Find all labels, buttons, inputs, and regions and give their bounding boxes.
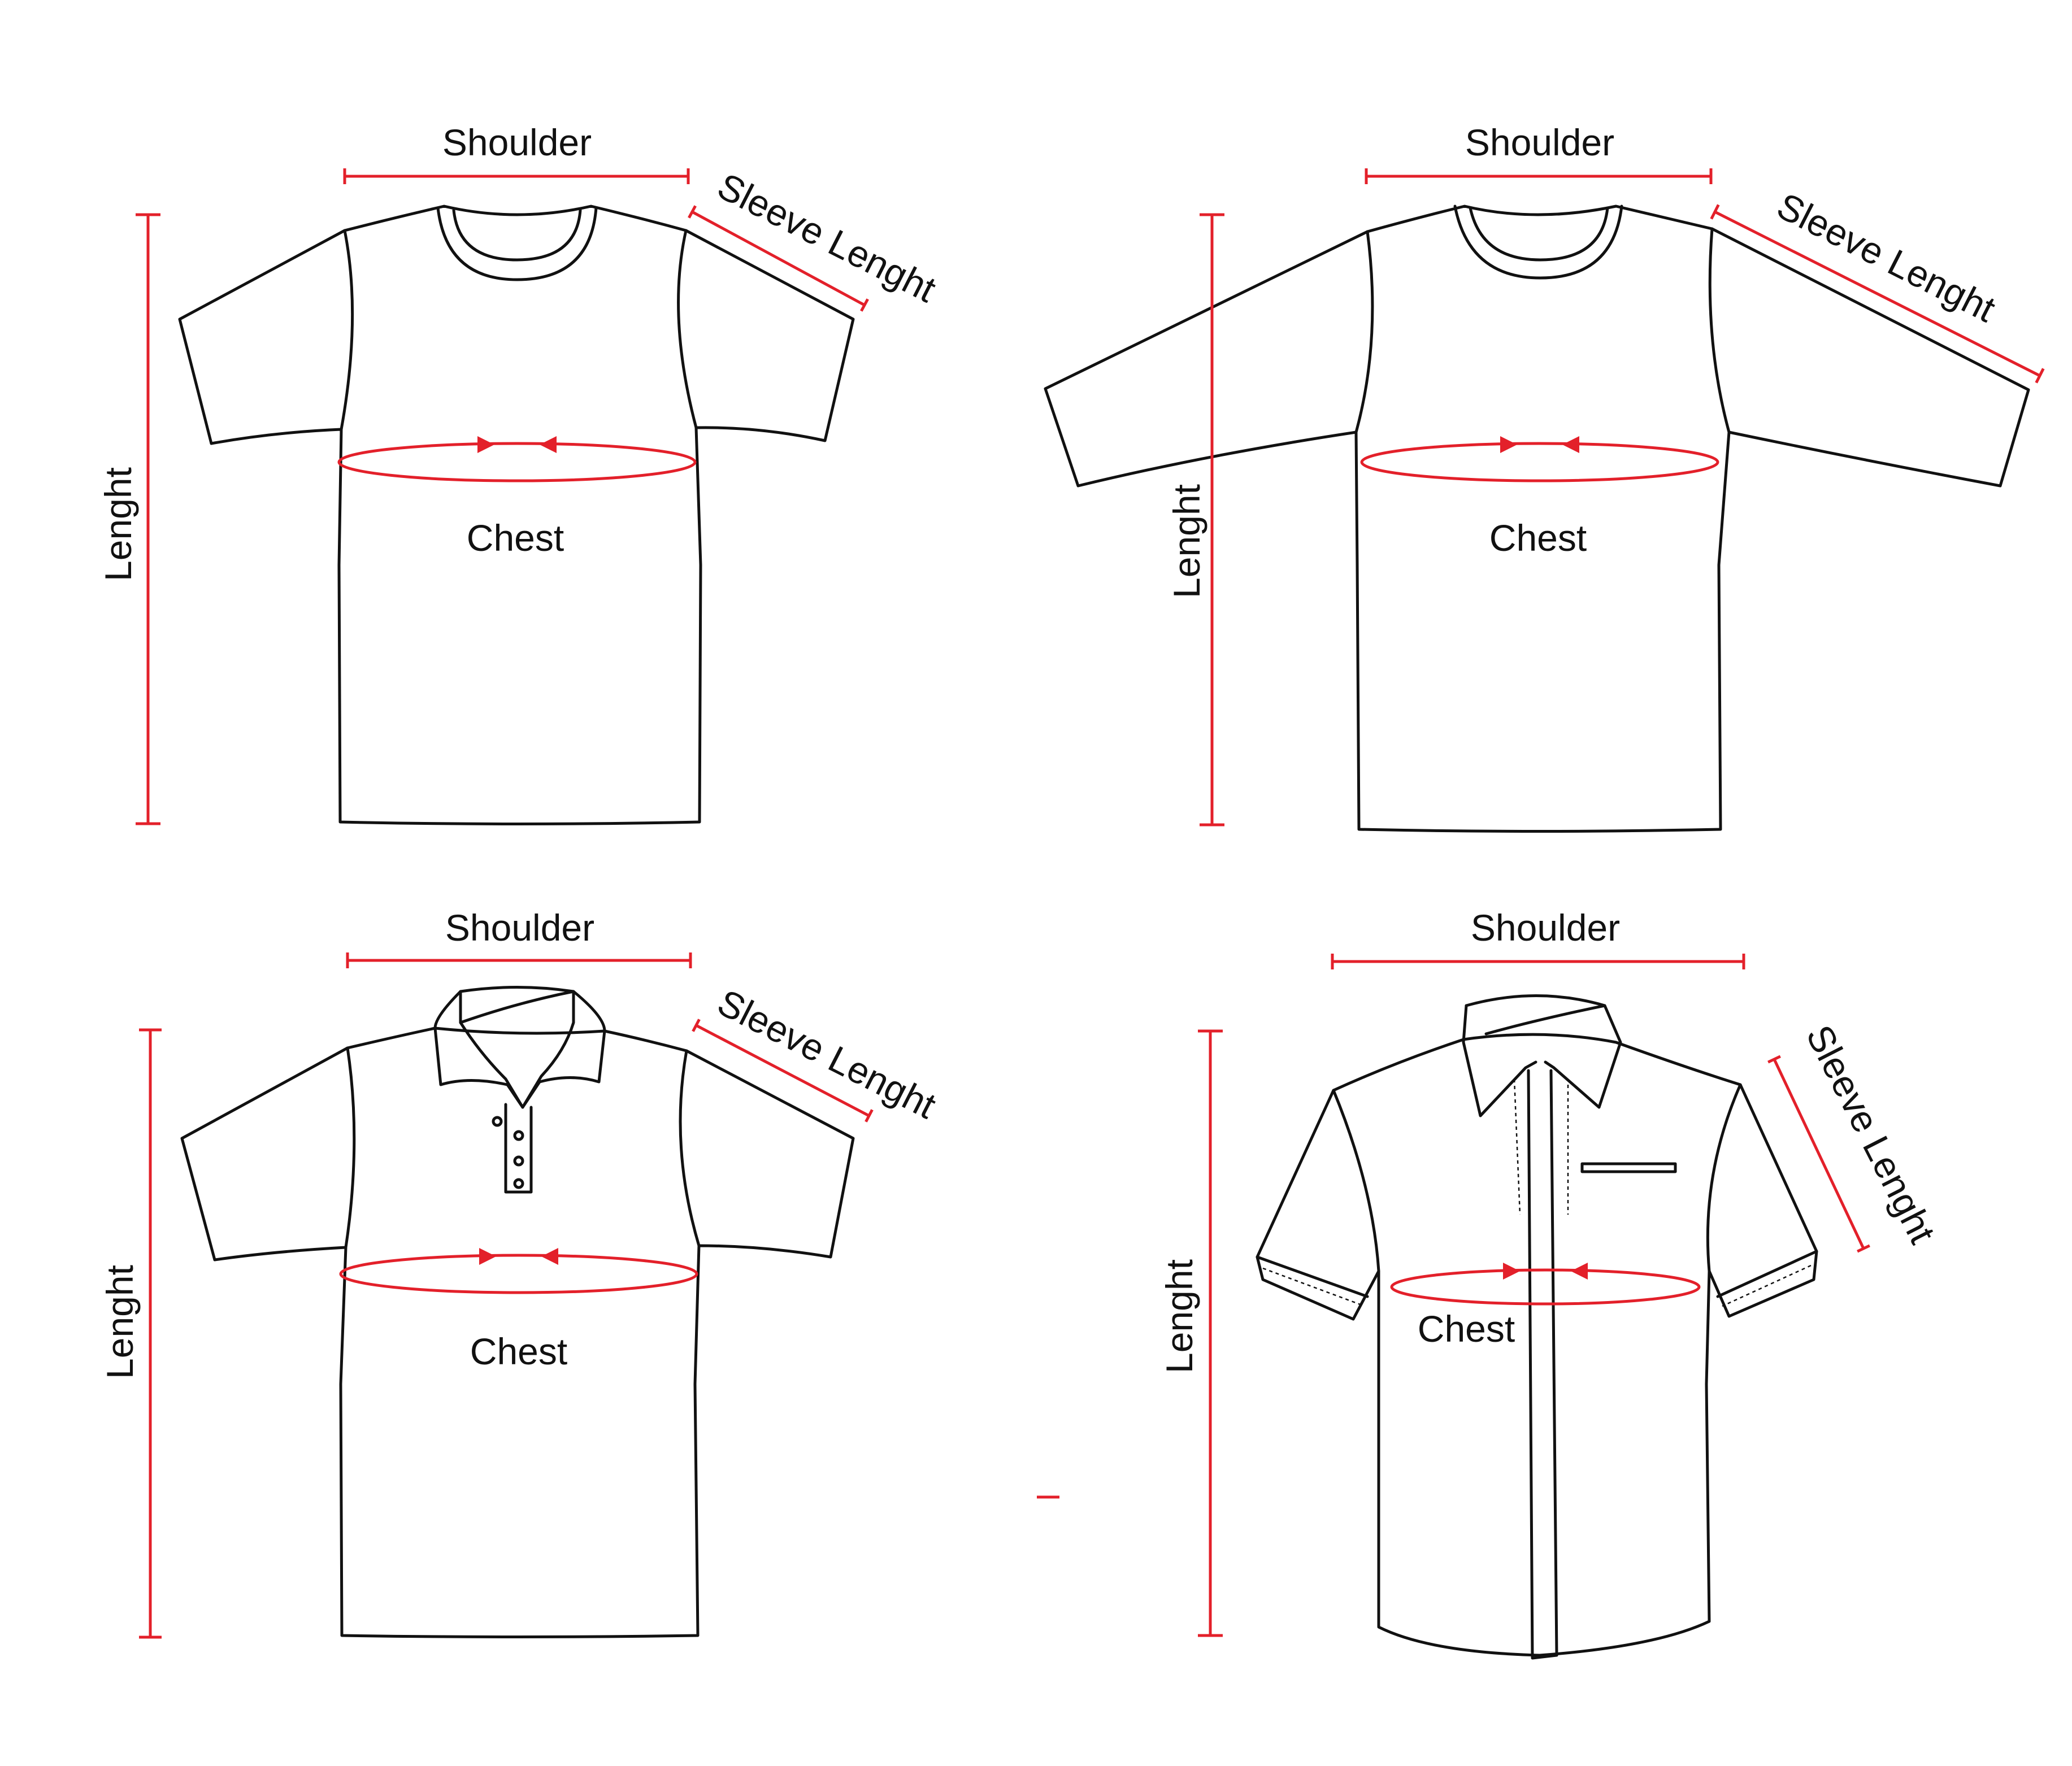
polo-collar-left — [433, 990, 524, 1109]
tshirt-sleeve-measure-cap-2 — [860, 298, 869, 312]
buttonshirt-sleeve-measure-cap-1 — [1767, 1055, 1781, 1064]
longsleeve-chest-arrow-right — [1500, 436, 1517, 453]
tshirt-collar-inner — [452, 208, 582, 262]
polo-shoulder-label: Shoulder — [445, 907, 594, 949]
polo-sleeve-measure — [695, 1024, 870, 1117]
tshirt-chest-loop — [337, 442, 697, 482]
buttonshirt-chest-loop — [1390, 1268, 1701, 1306]
longsleeve-sleeve-measure-cap-2 — [2035, 368, 2045, 384]
buttonshirt-armhole-left — [1332, 1089, 1380, 1273]
tshirt-diagram — [178, 205, 855, 825]
longsleeve-armhole-right — [1708, 227, 1731, 434]
polo-collar-right — [521, 990, 606, 1109]
longsleeve-armhole-left — [1354, 230, 1374, 434]
measurement-marks — [136, 168, 2045, 1639]
polo-diagram — [180, 986, 855, 1638]
tshirt-armhole-right — [677, 229, 698, 429]
longsleeve-sleeve-measure-cap-1 — [1710, 204, 1720, 220]
longsleeve-collar-inner — [1469, 206, 1609, 262]
buttonshirt-cuff-right-stitch — [1722, 1264, 1812, 1307]
buttonshirt-chest-label: Chest — [1418, 1308, 1515, 1350]
polo-button-1 — [492, 1116, 503, 1127]
polo-chest-arrow-left — [541, 1248, 558, 1265]
polo-chest-label: Chest — [470, 1330, 567, 1372]
buttonshirt-shoulder-label: Shoulder — [1471, 907, 1620, 949]
polo-collar-back — [459, 986, 575, 1024]
buttonshirt-placket — [1527, 1069, 1558, 1660]
buttonshirt-sleeve-measure — [1773, 1058, 1865, 1250]
tshirt-sleeve-measure — [691, 210, 866, 307]
buttonshirt-armhole-right — [1706, 1083, 1742, 1273]
longsleeve-sleeve-measure — [1714, 210, 2041, 377]
polo-button-3 — [513, 1155, 524, 1167]
longsleeve-chest-label: Chest — [1489, 517, 1587, 559]
polo-armhole-left — [344, 1046, 356, 1249]
longsleeve-chest-arrow-left — [1562, 436, 1579, 453]
buttonshirt-chest-arrow-right — [1503, 1263, 1520, 1280]
longsleeve-shoulder-label: Shoulder — [1465, 121, 1614, 163]
buttonshirt-collar-band — [1465, 994, 1606, 1036]
polo-button-4 — [513, 1178, 524, 1189]
polo-chest-loop — [339, 1254, 698, 1294]
buttonshirt-cuff-left — [1256, 1255, 1369, 1298]
tshirt-sleeve-measure-cap-1 — [688, 205, 697, 219]
buttonshirt-placket-stitch — [1513, 1078, 1521, 1215]
tshirt-armhole-left — [340, 229, 354, 431]
buttonshirt-length-label: Lenght — [1158, 1259, 1200, 1373]
longsleeve-collar-outer — [1453, 205, 1623, 280]
longsleeve-length-label: Lenght — [1166, 484, 1207, 598]
buttonshirt-chest-arrow-left — [1571, 1263, 1588, 1280]
tshirt-outline — [178, 205, 855, 825]
polo-length-label: Lenght — [99, 1265, 141, 1379]
buttonshirt-sleeve-label: Sleeve Lenght — [1799, 1019, 1944, 1250]
longsleeve-diagram — [1044, 205, 2030, 833]
buttonshirt-cuff-right — [1716, 1250, 1818, 1298]
longsleeve-chest-loop — [1360, 442, 1719, 482]
longsleeve-outline — [1044, 205, 2030, 833]
buttonshirt-outline — [1256, 1033, 1818, 1657]
tshirt-chest-label: Chest — [467, 517, 564, 559]
polo-button-2 — [513, 1130, 524, 1141]
polo-armhole-right — [679, 1049, 701, 1247]
polo-chest-arrow-right — [479, 1248, 496, 1265]
tshirt-shoulder-label: Shoulder — [442, 121, 592, 163]
polo-sleeve-measure-cap-1 — [692, 1019, 701, 1032]
tshirt-chest-arrow-left — [540, 436, 557, 453]
polo-sleeve-measure-cap-2 — [865, 1109, 874, 1123]
buttonshirt-collar-right — [1544, 1004, 1622, 1109]
buttonshirt-collar-left — [1462, 1004, 1537, 1117]
polo-placket — [504, 1103, 533, 1194]
tshirt-length-label: Lenght — [97, 467, 139, 581]
buttonshirt-diagram — [1256, 994, 1818, 1660]
buttonshirt-pocket — [1580, 1162, 1677, 1173]
tshirt-collar-outer — [436, 206, 598, 281]
tshirt-chest-arrow-right — [477, 436, 494, 453]
buttonshirt-sleeve-measure-cap-2 — [1857, 1244, 1870, 1253]
